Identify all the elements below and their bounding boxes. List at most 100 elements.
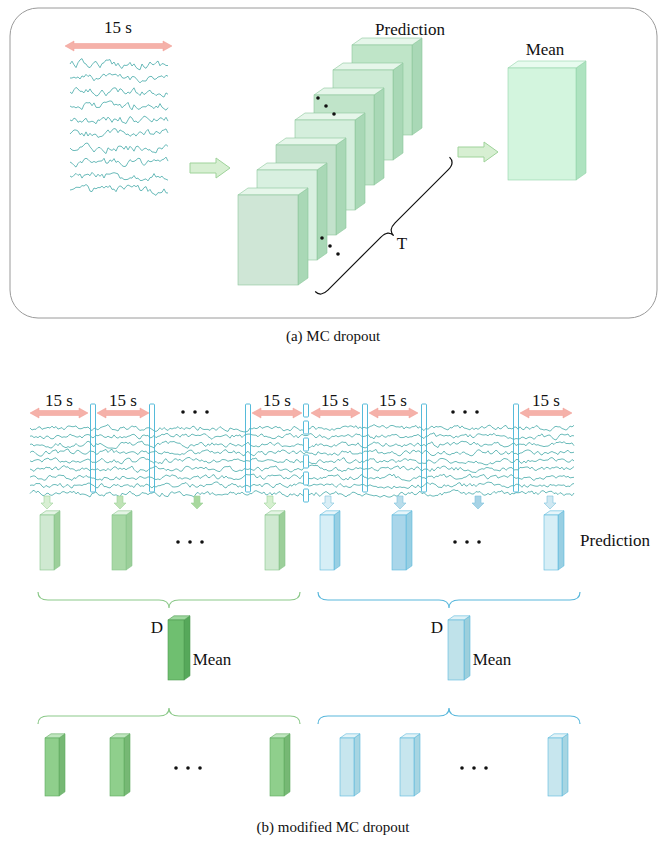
slab-side	[279, 511, 285, 570]
window-separator	[514, 404, 519, 492]
caption: (a) MC dropout	[286, 328, 380, 345]
mean-label: Mean	[193, 651, 232, 670]
down-arrow	[41, 496, 53, 509]
slab-top	[238, 188, 308, 195]
mean-label: Mean	[473, 651, 512, 670]
window-separator	[304, 404, 309, 417]
ellipsis-dot	[453, 540, 457, 544]
slab-side	[558, 511, 564, 570]
slab-top	[168, 616, 190, 620]
eeg-trace	[30, 449, 574, 456]
slab-side	[355, 113, 365, 210]
duration-arrow	[65, 41, 172, 51]
down-arrow	[472, 496, 484, 509]
ellipsis-dot	[198, 766, 202, 770]
slab-top	[45, 734, 65, 738]
window-separator	[363, 404, 368, 492]
stack-label: Prediction	[580, 532, 650, 551]
eeg-trace	[70, 87, 168, 97]
ellipsis-dot	[205, 410, 209, 414]
slab-top	[333, 63, 403, 70]
ellipsis-dot	[336, 252, 340, 256]
flow-arrow	[458, 142, 498, 162]
eeg-trace	[70, 143, 168, 154]
down-arrow	[322, 496, 334, 509]
ellipsis-dot	[332, 112, 336, 116]
brace	[318, 592, 580, 608]
slab-top	[314, 88, 384, 95]
window-separator	[304, 489, 309, 502]
prediction-slab	[45, 738, 59, 796]
slab-top	[508, 61, 586, 68]
panel-border	[10, 8, 657, 318]
slab-top	[400, 734, 420, 738]
down-arrow	[544, 496, 556, 509]
slab-side	[562, 734, 568, 796]
eeg-trace	[30, 458, 574, 465]
brace	[318, 708, 580, 724]
slab-top	[392, 511, 412, 515]
brace	[38, 708, 300, 724]
ellipsis-dot	[465, 540, 469, 544]
eeg-trace	[70, 116, 168, 124]
prediction-slab	[238, 195, 298, 285]
window-separator	[422, 404, 427, 492]
slab-side	[354, 734, 360, 796]
dropout-label: D	[151, 619, 163, 638]
stack-label: Prediction	[375, 21, 445, 40]
window-separator	[150, 404, 155, 492]
slab-top	[448, 616, 470, 620]
prediction-slab	[548, 738, 562, 796]
slab-top	[352, 38, 422, 45]
prediction-slab	[392, 515, 406, 570]
slab-side	[374, 88, 384, 185]
slab-top	[295, 113, 365, 120]
slab-side	[126, 511, 132, 570]
slab-side	[336, 138, 346, 235]
slab-top	[544, 511, 564, 515]
duration-label: 15 s	[263, 392, 291, 411]
prediction-slab	[400, 738, 414, 796]
slab-top	[110, 734, 130, 738]
slab-side	[406, 511, 412, 570]
dropout-label: D	[431, 619, 443, 638]
eeg-trace	[30, 490, 574, 498]
eeg-trace	[70, 129, 168, 138]
ellipsis-dot	[484, 766, 488, 770]
mean-label: Mean	[526, 41, 565, 60]
prediction-slab	[448, 620, 464, 680]
ellipsis-dot	[200, 540, 204, 544]
window-separator	[304, 421, 309, 434]
slab-side	[184, 616, 190, 680]
ellipsis-dot	[472, 766, 476, 770]
caption: (b) modified MC dropout	[257, 819, 410, 836]
eeg-trace	[70, 101, 168, 110]
slab-side	[412, 38, 422, 135]
ellipsis-dot	[188, 540, 192, 544]
duration-label: 15 s	[379, 392, 407, 411]
slab-top	[548, 734, 568, 738]
ellipsis-dot	[328, 244, 332, 248]
slab-top	[112, 511, 132, 515]
slab-side	[54, 511, 60, 570]
window-separator	[304, 472, 309, 485]
down-arrow	[394, 496, 406, 509]
ellipsis-dot	[475, 410, 479, 414]
drawing-layer	[30, 38, 586, 796]
prediction-slab	[320, 515, 334, 570]
window-separator	[304, 455, 309, 468]
eeg-trace	[70, 172, 168, 181]
duration-label: 15 s	[104, 19, 132, 38]
flow-arrow	[190, 158, 230, 178]
eeg-trace	[30, 465, 574, 473]
down-arrow	[191, 496, 203, 509]
window-separator	[91, 404, 96, 492]
prediction-slab	[40, 515, 54, 570]
slab-top	[276, 138, 346, 145]
eeg-trace	[30, 474, 574, 481]
duration-label: 15 s	[321, 392, 349, 411]
ellipsis-dot	[451, 410, 455, 414]
ellipsis-dot	[193, 410, 197, 414]
slab-top	[270, 734, 290, 738]
